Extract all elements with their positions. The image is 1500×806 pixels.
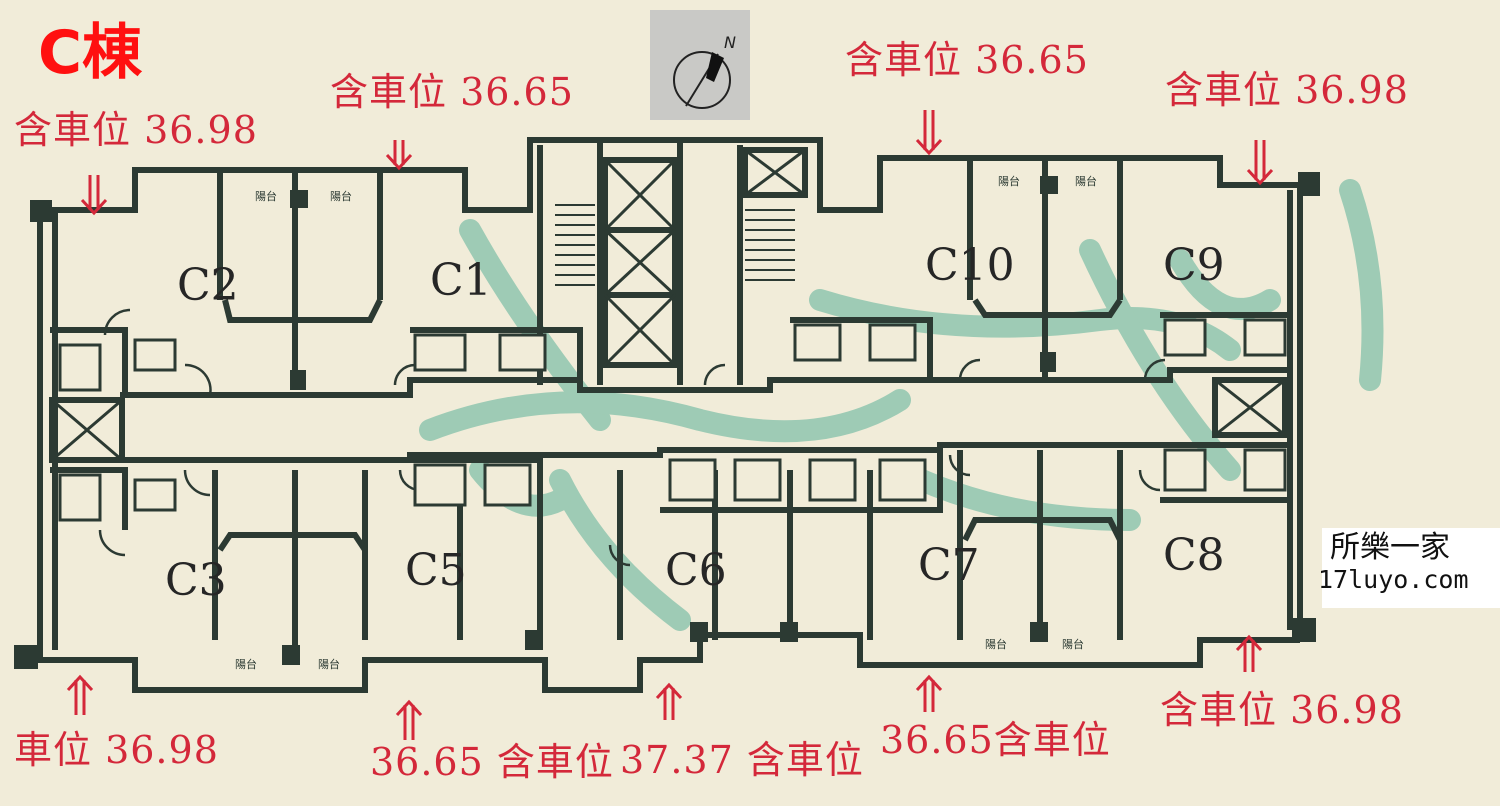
annotation: 37.37 含車位 xyxy=(620,738,864,782)
balcony-label: 陽台 xyxy=(1075,174,1097,188)
shaft-crosses xyxy=(51,148,1286,462)
north-arrow-icon: N xyxy=(673,33,736,109)
unit-label-c9: C9 xyxy=(1163,240,1225,291)
unit-label-c3: C3 xyxy=(165,555,227,606)
balcony-label: 陽台 xyxy=(985,637,1007,651)
unit-label-c6: C6 xyxy=(665,545,727,596)
unit-label-c7: C7 xyxy=(918,540,980,591)
annotation: 含車位 36.98 xyxy=(1160,688,1404,732)
unit-label-c8: C8 xyxy=(1163,530,1225,581)
fixtures xyxy=(58,318,1287,522)
compass: N xyxy=(650,10,750,120)
balcony-label: 陽台 xyxy=(318,657,340,671)
entry-arrows xyxy=(66,110,1274,740)
compass-label: N xyxy=(724,33,736,52)
annotation: 含車位 36.98 xyxy=(14,108,258,152)
annotation: 車位 36.98 xyxy=(14,728,219,772)
annotation: 含車位 36.65 xyxy=(330,70,574,114)
annotation: 36.65 含車位 xyxy=(370,740,614,784)
unit-label-c2: C2 xyxy=(177,260,239,311)
door-arcs xyxy=(98,308,1166,567)
balcony-label: 陽台 xyxy=(235,657,257,671)
building-title: C棟 xyxy=(38,18,143,88)
columns xyxy=(14,172,1320,669)
balcony-label: 陽台 xyxy=(1062,637,1084,651)
walls xyxy=(37,137,1303,693)
stairs xyxy=(555,204,795,286)
watermark-box xyxy=(1322,528,1500,608)
annotation: 36.65含車位 xyxy=(880,718,1111,762)
balcony-label: 陽台 xyxy=(998,174,1020,188)
unit-label-c10: C10 xyxy=(925,240,1015,291)
balcony-labels: 陽台 陽台 陽台 陽台 陽台 陽台 陽台 陽台 xyxy=(235,174,1097,671)
unit-label-c1: C1 xyxy=(430,255,492,306)
balcony-label: 陽台 xyxy=(330,189,352,203)
watermark-url: 17luyo.com xyxy=(1318,565,1469,594)
watermark-name: 所樂一家 xyxy=(1330,530,1450,565)
annotation: 含車位 36.98 xyxy=(1165,68,1409,112)
balcony-label: 陽台 xyxy=(255,189,277,203)
unit-label-c5: C5 xyxy=(405,545,467,596)
annotation: 含車位 36.65 xyxy=(845,38,1089,82)
